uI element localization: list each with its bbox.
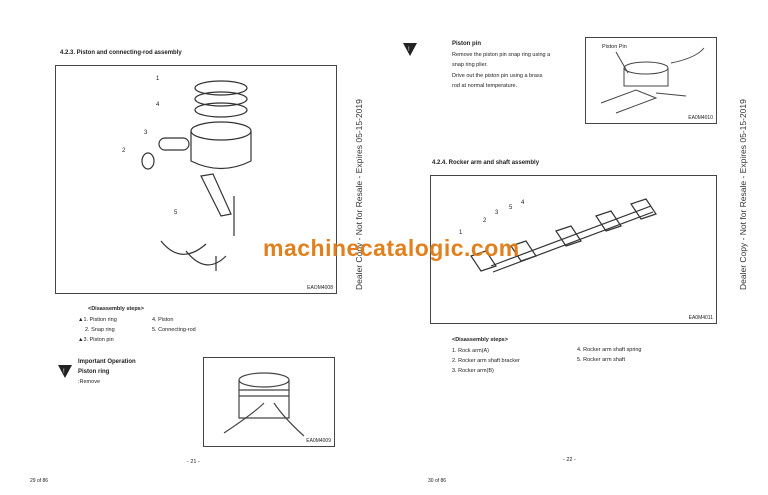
note-line: Drive out the piston pin using a brass <box>452 72 543 79</box>
step-item: 5. Rocker arm shaft <box>577 357 625 363</box>
step-item: ▲3. Piston pin <box>78 337 114 343</box>
step-item: 3. Rocker arm(B) <box>452 368 494 374</box>
section-title: 4.2.4. Rocker arm and shaft assembly <box>432 160 540 166</box>
pdf-page: 29 of 86 <box>30 478 49 484</box>
step-item: 2. Snap ring <box>85 327 115 333</box>
important-text: :Remove <box>78 379 101 385</box>
steps-title: <Disassembly steps> <box>452 337 508 343</box>
steps-title: <Disassembly steps> <box>88 306 144 312</box>
svg-text:!: ! <box>408 47 410 53</box>
note-line: snap ring plier. <box>452 62 488 68</box>
important-subtitle: Piston ring <box>78 369 110 375</box>
section-title: 4.2.3. Piston and connecting-rod assembl… <box>60 50 182 56</box>
rocker-arm-figure: 1 2 3 5 4 EA0M4011 <box>430 175 717 324</box>
piston-pin-photo: Piston Pin EA0M4010 <box>585 37 717 124</box>
figure-code: EAOM4008 <box>307 285 333 291</box>
page-number: - 21 - <box>187 459 200 465</box>
callout-1: 1 <box>156 76 160 82</box>
important-title: Important Operation <box>78 359 136 365</box>
piston-assembly-figure: 1 4 3 2 5 EAOM4008 <box>55 65 337 294</box>
important-operation: Important Operation Piston ring :Remove <box>78 357 136 387</box>
warning-icon: ! <box>403 42 417 56</box>
callout-2: 2 <box>483 218 487 224</box>
steps-col2: 4. Rocker arm shaft spring 5. Rocker arm… <box>577 345 642 365</box>
note-line: rod at normal temperature. <box>452 83 518 89</box>
piston-pin-note: Piston pin Remove the piston pin snap ri… <box>452 39 550 92</box>
steps-col1: 1. Rock arm(A) 2. Rocker arm shaft brack… <box>452 346 520 376</box>
photo-code: EA0M4009 <box>306 438 331 444</box>
steps-col1: ▲1. Pistion ring 2. Snap ring ▲3. Piston… <box>78 315 117 345</box>
callout-3: 3 <box>144 130 148 136</box>
callout-5: 5 <box>174 210 178 216</box>
callout-2: 2 <box>122 148 126 154</box>
dealer-copy-watermark: Dealer Copy - Not for Resale - Expires 0… <box>738 99 748 290</box>
callout-1: 1 <box>459 230 463 236</box>
step-item: 4. Piston <box>152 317 174 323</box>
steps-col2: 4. Piston 5. Connecting-rod <box>152 315 196 335</box>
site-watermark: machinecatalogic.com <box>263 235 520 261</box>
step-item: ▲1. Pistion ring <box>78 317 117 323</box>
note-line: Remove the piston pin snap ring using a <box>452 51 551 58</box>
photo-label: Piston Pin <box>602 44 627 50</box>
figure-code: EA0M4011 <box>688 315 713 321</box>
step-item: 2. Rocker arm shaft bracker <box>452 358 520 364</box>
photo-code: EA0M4010 <box>688 115 713 121</box>
step-item: 5. Connecting-rod <box>152 327 196 333</box>
callout-4: 4 <box>521 200 525 206</box>
step-item: 1. Rock arm(A) <box>452 348 489 354</box>
callout-3: 3 <box>495 210 499 216</box>
pdf-page: 30 of 86 <box>428 478 447 484</box>
page-number: - 22 - <box>563 457 576 463</box>
svg-text:!: ! <box>63 369 65 375</box>
warning-icon: ! <box>58 364 72 378</box>
callout-4: 4 <box>156 102 160 108</box>
piston-ring-photo: EA0M4009 <box>203 357 335 447</box>
note-title: Piston pin <box>452 41 481 47</box>
step-item: 4. Rocker arm shaft spring <box>577 347 642 353</box>
piston-drawing: 1 4 3 2 5 <box>122 76 252 271</box>
callout-5: 5 <box>509 205 513 211</box>
